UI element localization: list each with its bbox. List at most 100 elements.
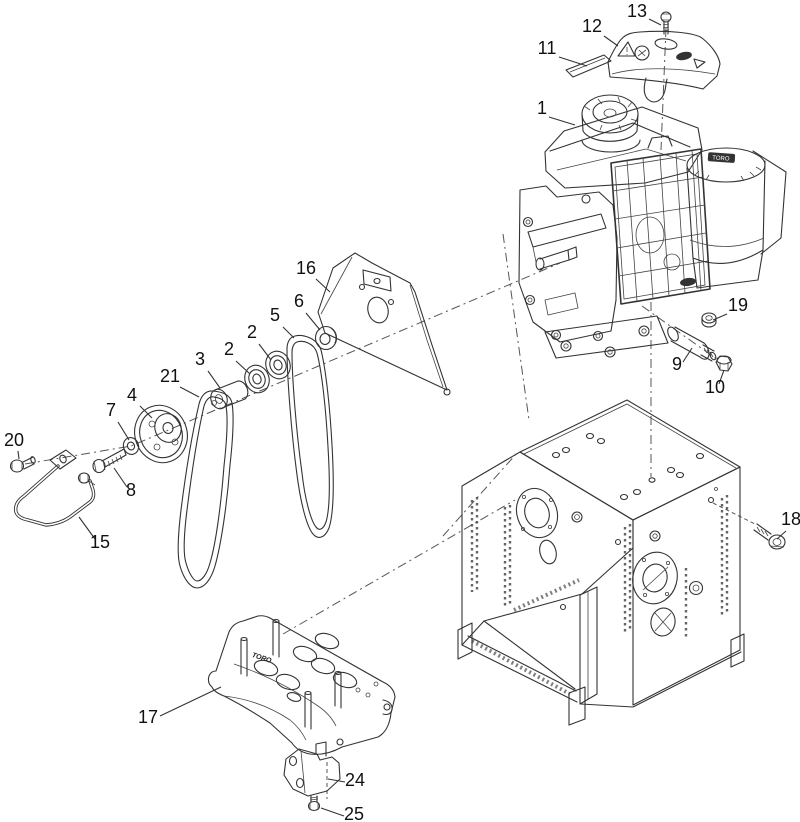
spacer-6 (316, 327, 337, 350)
base-plate-17: TORO (208, 616, 395, 755)
bearing-2a (241, 362, 273, 397)
part-label-17: 17 (138, 707, 158, 727)
screw-25 (309, 796, 320, 811)
part-label-21: 21 (160, 366, 180, 386)
bolt-8 (93, 449, 126, 473)
leader-line (79, 517, 95, 539)
main-axis-centerline (25, 263, 560, 464)
part-label-10: 10 (705, 377, 725, 397)
frame-left-panel (462, 452, 660, 704)
part-label-9: 9 (672, 354, 682, 374)
caution-band-icon (676, 51, 692, 61)
plate-frame-centerline (283, 500, 515, 634)
flange-nut-19 (702, 313, 716, 327)
part-label-24: 24 (345, 770, 365, 790)
leader-line (683, 348, 692, 362)
part-label-12: 12 (582, 16, 602, 36)
leader-line (713, 314, 727, 320)
pulley-4 (127, 398, 196, 470)
leader-line (283, 327, 294, 338)
bolt18-centerline (713, 503, 755, 524)
leader-line (777, 531, 786, 539)
leader-line (208, 371, 220, 388)
frame-top-face (520, 400, 740, 520)
part-label-15: 15 (90, 532, 110, 552)
belt-guide-15 (16, 450, 95, 525)
cap-nut-10 (716, 356, 732, 371)
v-belt-5 (287, 336, 333, 538)
flange-bolt-13 (661, 12, 671, 34)
leader-line (549, 117, 575, 125)
part-label-7: 7 (106, 400, 116, 420)
muffler-cage (611, 136, 710, 304)
fuel-tank (545, 107, 702, 188)
leader-line (259, 344, 271, 360)
brand-mark-plate: TORO (251, 652, 273, 665)
bolt-18 (754, 524, 785, 549)
bearing-2b (262, 348, 294, 383)
part-label-3: 3 (195, 349, 205, 369)
leader-line (306, 313, 320, 330)
part-label-19: 19 (728, 295, 748, 315)
leader-line (140, 406, 152, 418)
leader-line (328, 779, 345, 782)
engine-block (519, 186, 617, 342)
engine-drop-centerline (503, 234, 529, 420)
v-belt-21 (178, 391, 233, 588)
muffler-guard-cover (608, 31, 720, 102)
hot-surface-icon (635, 46, 649, 60)
bracket-24 (284, 742, 340, 796)
engine-mount-base (545, 316, 668, 358)
spacer-9 (666, 325, 718, 361)
part-label-16: 16 (296, 258, 316, 278)
idler-bracket-16 (318, 253, 450, 395)
leader-line (559, 57, 587, 66)
warning-decal (566, 55, 611, 77)
part-label-13: 13 (627, 1, 647, 21)
frame-top-holes (553, 434, 704, 500)
engine-assembly: TORO (519, 95, 786, 358)
leader-line (160, 687, 221, 716)
frame-feet (458, 623, 744, 725)
leader-line (321, 808, 344, 816)
part-label-18: 18 (781, 509, 800, 529)
fuel-cap (582, 95, 640, 152)
warning-triangle-small-icon (694, 59, 705, 68)
part-label-4: 4 (127, 385, 137, 405)
frame-corner-centerline (443, 453, 517, 536)
part-label-5: 5 (270, 305, 280, 325)
spacer-3 (208, 381, 248, 411)
leader-line (180, 387, 199, 397)
part-label-2: 2 (247, 322, 257, 342)
leader-line (649, 19, 661, 25)
leader-line (236, 361, 250, 374)
part-label-25: 25 (344, 804, 364, 822)
bolt-20 (11, 456, 37, 472)
leader-line (604, 36, 618, 46)
leader-line (719, 370, 724, 384)
leader-line (316, 279, 330, 292)
frame-box (458, 400, 744, 725)
brand-mark-recoil: TORO (712, 155, 730, 162)
warning-triangle-icon (618, 42, 635, 56)
cross-hole (649, 606, 677, 638)
leader-line (18, 451, 19, 459)
leader-line (114, 468, 127, 487)
mount-studs (241, 620, 341, 730)
guide-mount-bolt (79, 473, 96, 485)
part-label-2: 2 (224, 339, 234, 359)
centerlines (25, 28, 755, 799)
bolt13-centerline (661, 28, 666, 150)
frame-right-panel (625, 467, 740, 705)
crankshaft (536, 247, 577, 270)
part-label-11: 11 (538, 38, 557, 58)
recoil-starter-housing: TORO (687, 148, 786, 288)
spacer9-centerline (642, 306, 718, 360)
part-label-20: 20 (4, 430, 24, 450)
leader-line (118, 422, 129, 440)
part-label-6: 6 (294, 291, 304, 311)
part-label-8: 8 (126, 480, 136, 500)
